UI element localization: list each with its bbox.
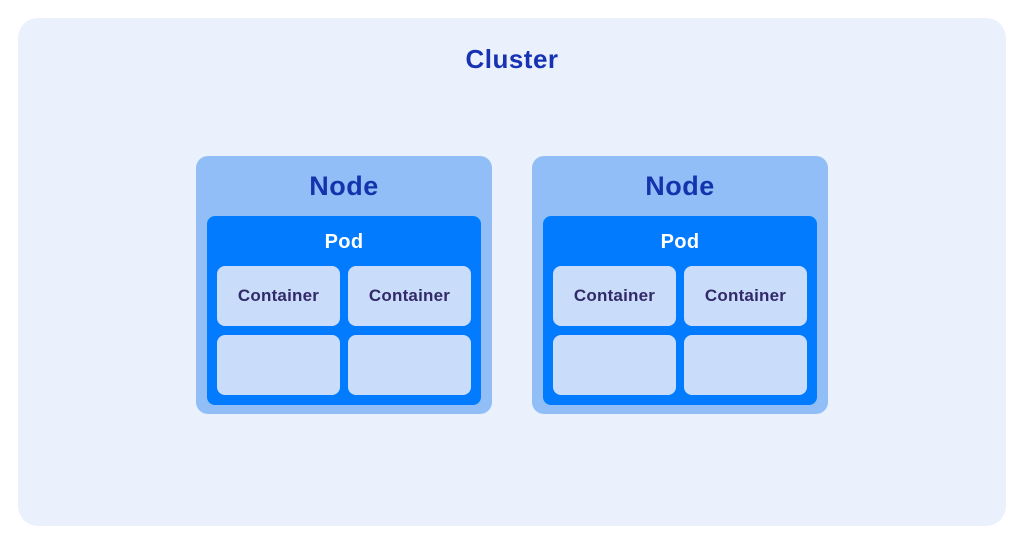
container-grid: Container Container — [543, 266, 817, 405]
container-label: Container — [237, 286, 320, 305]
cluster-panel: Cluster Node Pod Container Container — [18, 18, 1006, 526]
container-box-empty — [553, 335, 676, 395]
container-box: Container — [684, 266, 807, 326]
nodes-row: Node Pod Container Container — [18, 156, 1006, 414]
pod-box: Pod Container Container — [543, 216, 817, 405]
container-label: Container — [368, 286, 451, 305]
container-label: Container — [704, 286, 787, 305]
pod-label: Pod — [324, 231, 364, 253]
container-box-empty — [348, 335, 471, 395]
container-box: Container — [553, 266, 676, 326]
pod-label: Pod — [660, 231, 700, 253]
node-label: Node — [309, 171, 379, 201]
container-label: Container — [573, 286, 656, 305]
node-box-1: Node Pod Container Container — [196, 156, 492, 414]
container-box-empty — [684, 335, 807, 395]
pod-box: Pod Container Container — [207, 216, 481, 405]
node-box-2: Node Pod Container Container — [532, 156, 828, 414]
container-box: Container — [217, 266, 340, 326]
cluster-title: Cluster — [465, 44, 559, 74]
container-box: Container — [348, 266, 471, 326]
node-label: Node — [645, 171, 715, 201]
container-box-empty — [217, 335, 340, 395]
container-grid: Container Container — [207, 266, 481, 405]
